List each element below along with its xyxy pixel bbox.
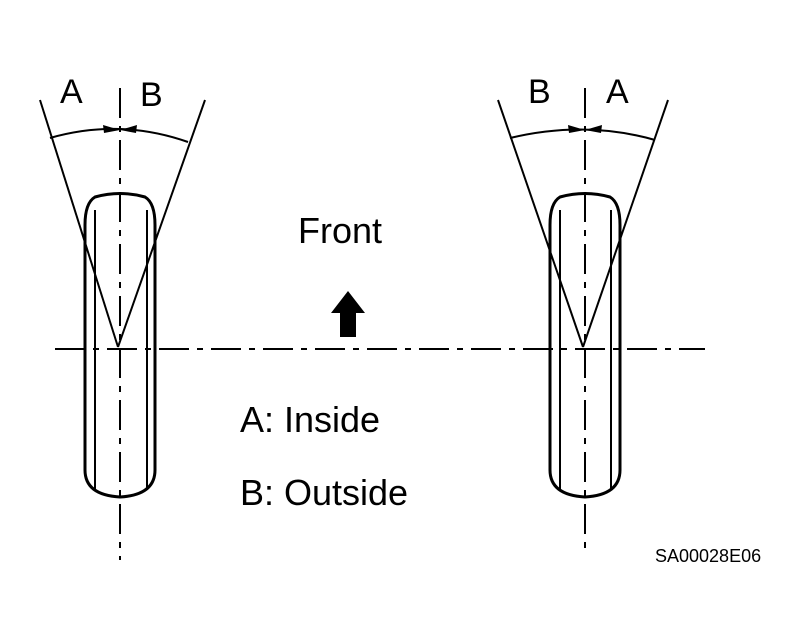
right-toe-line-a <box>497 99 584 348</box>
legend-outside: B: Outside <box>240 472 408 513</box>
left-label-b: B <box>140 76 163 114</box>
left-arc-arrowhead-b <box>120 125 137 133</box>
figure-code: SA00028E06 <box>655 546 761 566</box>
right-label-a: A <box>606 73 629 111</box>
left-arc-arrowhead-a <box>103 125 120 133</box>
left-wheel-group: A B <box>39 73 206 560</box>
right-label-b: B <box>528 73 551 111</box>
left-angle-arc <box>49 127 189 143</box>
front-arrow-icon <box>331 291 365 337</box>
left-toe-line-a <box>39 99 119 348</box>
right-toe-line-b <box>582 99 669 348</box>
right-arc-arrowhead-b <box>585 125 602 133</box>
right-angle-arc <box>509 128 656 141</box>
legend-inside: A: Inside <box>240 399 380 440</box>
left-label-a: A <box>60 73 83 111</box>
right-arc-arrowhead-a <box>568 125 585 133</box>
front-label: Front <box>298 210 382 251</box>
left-toe-line-b <box>117 99 206 348</box>
right-wheel-group: B A <box>497 73 669 548</box>
